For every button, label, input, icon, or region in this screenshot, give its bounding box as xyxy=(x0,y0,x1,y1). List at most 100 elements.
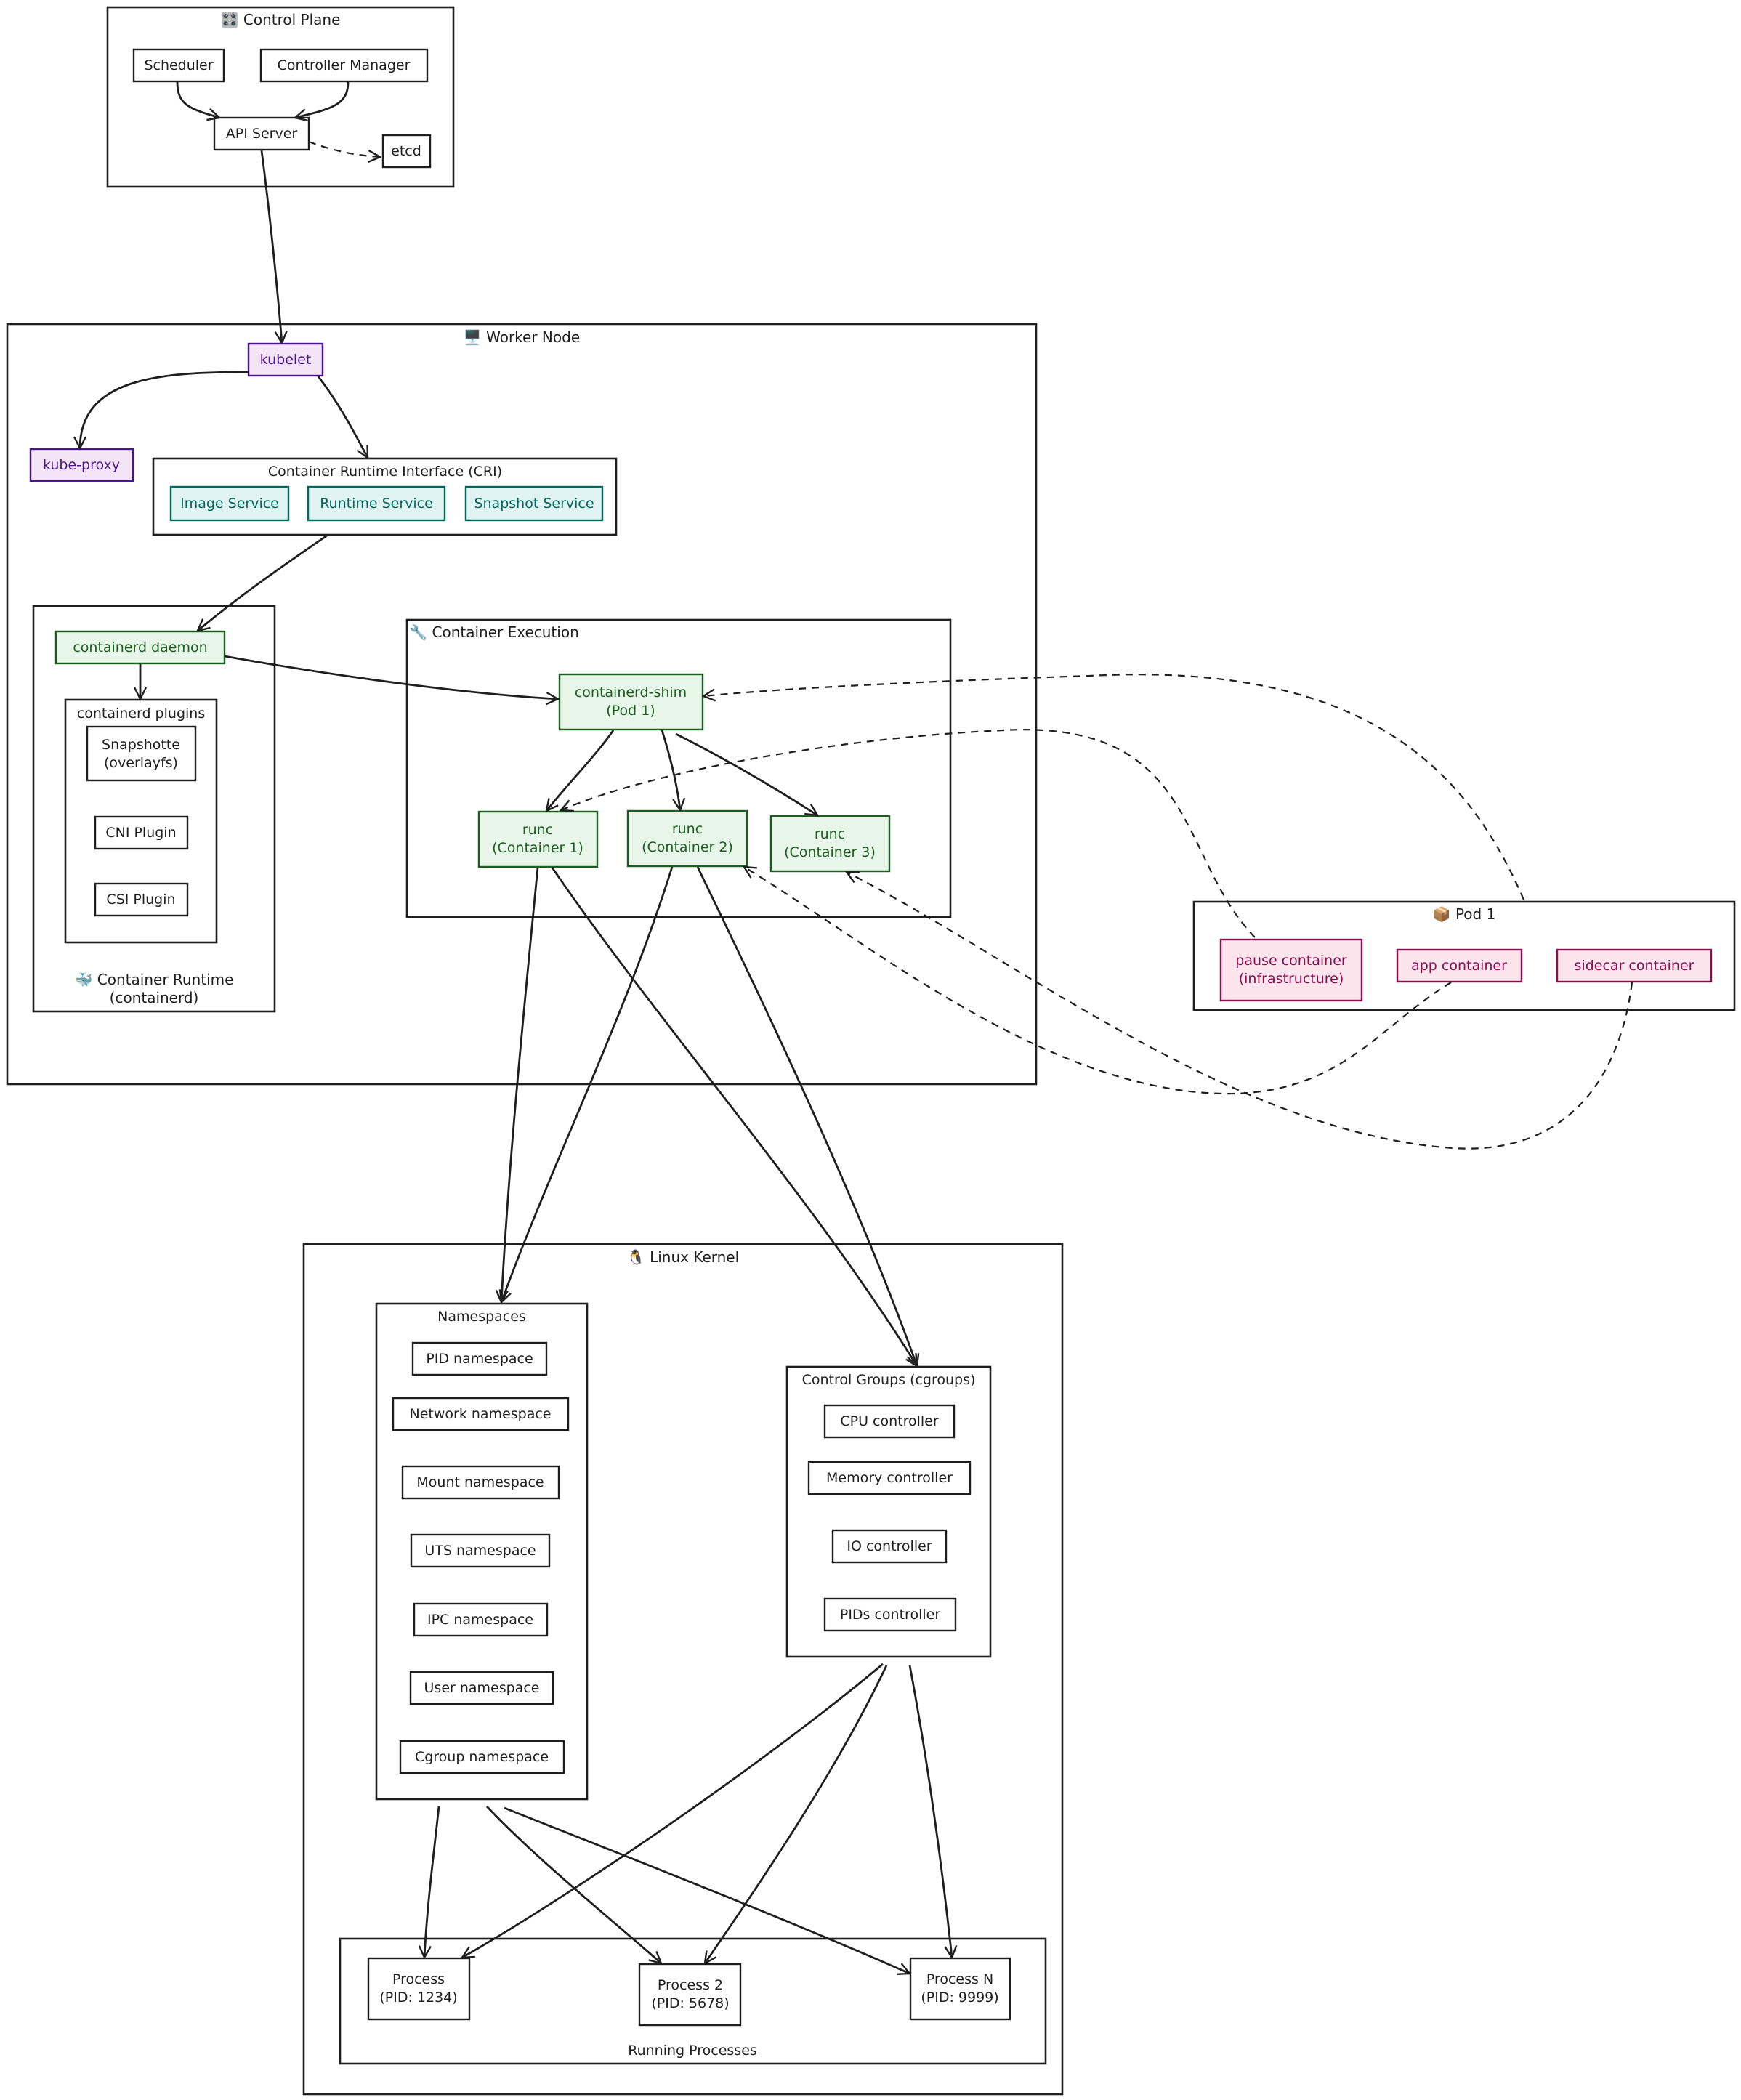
image-service-node[interactable]: Image Service xyxy=(169,485,290,522)
process1-node[interactable]: Process (PID: 1234) xyxy=(367,1957,471,2021)
controller-manager-label: Controller Manager xyxy=(278,57,411,73)
sidecar-container-node[interactable]: sidecar container xyxy=(1556,948,1713,983)
edge-namespaces-processN xyxy=(504,1806,910,1974)
edge-shim-runc1 xyxy=(546,730,615,811)
etcd-label: etcd xyxy=(391,143,421,159)
edge-kubelet-cri xyxy=(317,376,368,458)
image-service-label: Image Service xyxy=(180,496,279,512)
csi-plugin-node[interactable]: CSI Plugin xyxy=(94,882,189,917)
edge-kubelet-kubeproxy xyxy=(80,371,249,448)
memory-controller-node[interactable]: Memory controller xyxy=(807,1461,972,1495)
running-processes-label: Running Processes xyxy=(628,2043,757,2059)
etcd-node[interactable]: etcd xyxy=(381,134,432,169)
edge-runc1-cgroups xyxy=(551,867,917,1366)
containerd-shim-label-2: (Pod 1) xyxy=(606,703,655,719)
edge-cri-containerd xyxy=(198,534,328,631)
api-server-node[interactable]: API Server xyxy=(213,116,310,151)
pod1-label: 📦 Pod 1 xyxy=(1433,905,1496,923)
snapshotter-label-2: (overlayfs) xyxy=(104,755,178,771)
network-namespace-label: Network namespace xyxy=(410,1406,552,1422)
runtime-service-label: Runtime Service xyxy=(320,496,433,512)
pause-container-node[interactable]: pause container (infrastructure) xyxy=(1219,938,1363,1002)
edge-runc2-cgroups xyxy=(696,866,917,1366)
edge-controller-api xyxy=(295,81,350,118)
controller-manager-node[interactable]: Controller Manager xyxy=(259,48,429,83)
pause-container-label-2: (infrastructure) xyxy=(1239,971,1344,987)
edge-containerd-shim xyxy=(224,655,558,699)
user-namespace-label: User namespace xyxy=(424,1680,540,1696)
ipc-namespace-node[interactable]: IPC namespace xyxy=(413,1602,549,1637)
cpu-controller-label: CPU controller xyxy=(840,1413,938,1429)
memory-controller-label: Memory controller xyxy=(826,1470,953,1486)
mount-namespace-label: Mount namespace xyxy=(416,1474,544,1490)
process1-label-2: (PID: 1234) xyxy=(379,1990,457,2006)
scheduler-node[interactable]: Scheduler xyxy=(132,48,225,83)
snapshotter-node[interactable]: Snapshotte (overlayfs) xyxy=(86,725,197,782)
containerd-daemon-node[interactable]: containerd daemon xyxy=(54,630,226,665)
edge-cgroups-process1 xyxy=(462,1663,884,1958)
control-plane-label: 🎛️ Control Plane xyxy=(221,11,341,28)
app-container-node[interactable]: app container xyxy=(1396,948,1523,983)
cni-plugin-label: CNI Plugin xyxy=(105,825,176,841)
ipc-namespace-label: IPC namespace xyxy=(427,1612,533,1628)
kube-proxy-node[interactable]: kube-proxy xyxy=(29,448,134,482)
cgroup-namespace-node[interactable]: Cgroup namespace xyxy=(399,1740,565,1774)
cgroup-namespace-label: Cgroup namespace xyxy=(415,1749,549,1765)
edge-cgroups-process2 xyxy=(705,1665,888,1963)
runtime-service-node[interactable]: Runtime Service xyxy=(307,485,446,522)
uts-namespace-node[interactable]: UTS namespace xyxy=(410,1533,551,1568)
runc3-label-2: (Container 3) xyxy=(784,844,876,860)
runc-container2-node[interactable]: runc (Container 2) xyxy=(626,809,748,868)
edge-runc1-namespaces xyxy=(501,867,539,1302)
runc2-label-1: runc xyxy=(672,821,703,837)
processN-node[interactable]: Process N (PID: 9999) xyxy=(909,1957,1011,2021)
cri-label: Container Runtime Interface (CRI) xyxy=(268,464,502,480)
network-namespace-node[interactable]: Network namespace xyxy=(392,1397,570,1431)
process2-node[interactable]: Process 2 (PID: 5678) xyxy=(638,1963,742,2027)
containerd-shim-node[interactable]: containerd-shim (Pod 1) xyxy=(558,673,704,731)
scheduler-label: Scheduler xyxy=(144,57,213,73)
container-execution-group xyxy=(405,618,952,918)
runc1-label-1: runc xyxy=(522,822,553,838)
edges xyxy=(80,81,1633,1974)
pid-namespace-node[interactable]: PID namespace xyxy=(411,1341,548,1376)
pids-controller-node[interactable]: PIDs controller xyxy=(823,1597,957,1632)
cpu-controller-node[interactable]: CPU controller xyxy=(823,1404,956,1439)
kubelet-node[interactable]: kubelet xyxy=(247,342,324,377)
snapshot-service-label: Snapshot Service xyxy=(474,496,594,512)
container-execution-label: 🔧 Container Execution xyxy=(409,623,579,641)
kube-proxy-label: kube-proxy xyxy=(43,457,120,473)
runc-container1-node[interactable]: runc (Container 1) xyxy=(477,810,599,868)
cgroups-label: Control Groups (cgroups) xyxy=(802,1372,976,1388)
edge-app-runc2 xyxy=(744,867,1452,1095)
io-controller-node[interactable]: IO controller xyxy=(831,1529,948,1564)
app-container-label: app container xyxy=(1411,958,1507,974)
edge-cgroups-processN xyxy=(908,1665,952,1958)
edge-runc2-namespaces xyxy=(501,866,674,1302)
pause-container-label-1: pause container xyxy=(1235,953,1347,969)
process1-label-1: Process xyxy=(392,1971,445,1987)
process2-label-1: Process 2 xyxy=(658,1977,723,1993)
mount-namespace-node[interactable]: Mount namespace xyxy=(401,1465,560,1500)
cni-plugin-node[interactable]: CNI Plugin xyxy=(94,815,189,850)
edge-api-kubelet xyxy=(260,150,282,343)
uts-namespace-label: UTS namespace xyxy=(424,1543,536,1559)
user-namespace-node[interactable]: User namespace xyxy=(409,1671,554,1705)
kubelet-label: kubelet xyxy=(260,352,312,368)
snapshot-service-node[interactable]: Snapshot Service xyxy=(464,485,604,522)
container-runtime-label-1: 🐳 Container Runtime xyxy=(75,971,234,988)
process2-label-2: (PID: 5678) xyxy=(651,1995,729,2011)
worker-node-label: 🖥️ Worker Node xyxy=(464,328,580,346)
containerd-shim-label-1: containerd-shim xyxy=(575,684,687,700)
runc-container3-node[interactable]: runc (Container 3) xyxy=(769,815,891,873)
edge-sidecar-runc3 xyxy=(847,872,1633,1150)
edge-shim-runc3 xyxy=(675,732,817,815)
runc1-label-2: (Container 1) xyxy=(492,840,583,856)
io-controller-label: IO controller xyxy=(847,1538,932,1554)
edge-api-etcd xyxy=(308,140,380,157)
runc2-label-2: (Container 2) xyxy=(642,839,733,855)
edge-pause-runc1 xyxy=(561,729,1256,938)
runc3-label-1: runc xyxy=(815,826,845,842)
container-runtime-label-2: (containerd) xyxy=(110,989,199,1006)
